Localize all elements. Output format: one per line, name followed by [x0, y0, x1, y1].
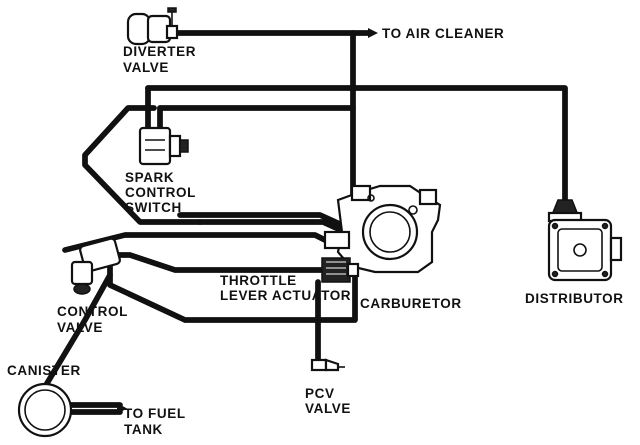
pcv-valve-label-line2: VALVE: [305, 401, 351, 416]
throttle-lever-actuator: [321, 257, 360, 283]
distributor: [547, 199, 623, 282]
throttle-lever-actuator-label-line2: LEVER ACTUATOR: [220, 288, 351, 303]
fuel-tank-arrow-icon: [117, 403, 127, 414]
pcv-valve-label-line1: PCV: [305, 386, 335, 401]
carburetor: [323, 184, 442, 274]
fuel-tank-label-line1: TO FUEL: [124, 406, 186, 421]
air-cleaner-label: TO AIR CLEANER: [382, 26, 504, 41]
pcv-valve: [310, 358, 345, 372]
spark-control-switch-label-line2: CONTROL: [125, 185, 196, 200]
diverter-valve-label-line1: DIVERTER: [123, 44, 196, 59]
vacuum-hoses: [32, 30, 568, 415]
control-valve: [70, 237, 121, 295]
spark-control-switch-label-line3: SWITCH: [125, 200, 182, 215]
carburetor-label: CARBURETOR: [360, 296, 462, 311]
throttle-lever-actuator-label-line1: THROTTLE: [220, 273, 297, 288]
diverter-valve: [126, 7, 179, 46]
spark-control-switch: [138, 126, 189, 166]
distributor-label: DISTRIBUTOR: [525, 291, 624, 306]
control-valve-label-line2: VALVE: [57, 320, 103, 335]
canister-label: CANISTER: [7, 363, 81, 378]
canister: [17, 382, 73, 438]
spark-control-switch-label-line1: SPARK: [125, 170, 174, 185]
control-valve-label-line1: CONTROL: [57, 304, 128, 319]
labels: DIVERTER VALVE TO AIR CLEANER SPARK CONT…: [7, 26, 624, 437]
diverter-valve-label-line2: VALVE: [123, 60, 169, 75]
air-cleaner-arrow-icon: [368, 28, 378, 38]
fuel-tank-label-line2: TANK: [124, 422, 163, 437]
